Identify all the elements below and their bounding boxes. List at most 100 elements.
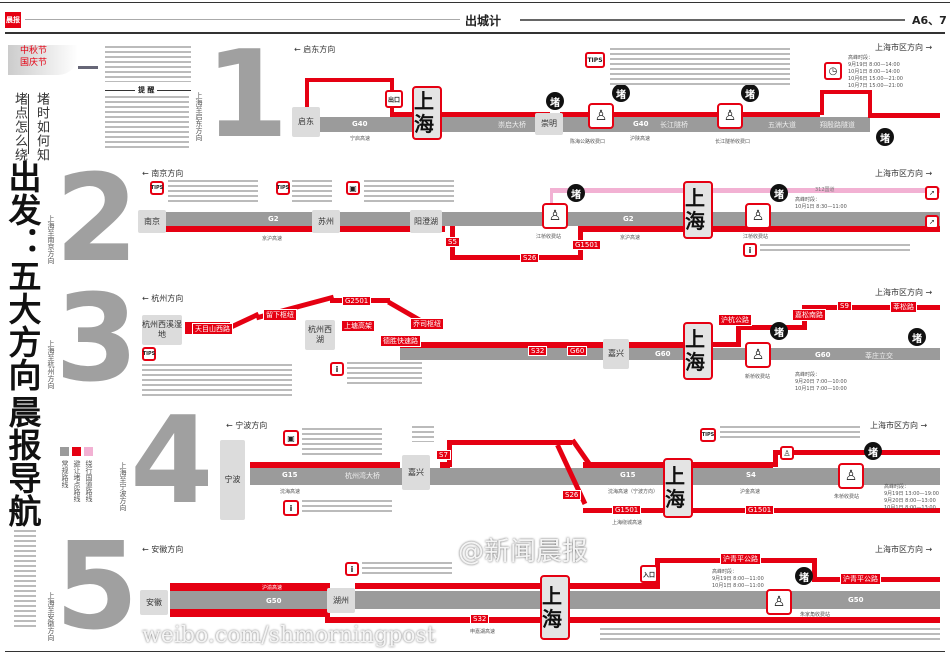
direction-label: 上海市区方向	[875, 169, 923, 178]
road-code: S32	[470, 614, 490, 624]
direction-left: ← 安徽方向	[142, 545, 184, 554]
info-icon: i	[330, 362, 344, 376]
city-box: 杭州西湖	[305, 320, 335, 350]
road-code: G50	[848, 596, 864, 604]
jam-marker: 堵	[612, 84, 630, 102]
tips-text	[142, 364, 292, 398]
peak-line: 高峰时段：	[795, 372, 821, 378]
avoid-route	[868, 90, 872, 117]
avoid-route	[773, 450, 940, 455]
avoid-route	[305, 78, 393, 82]
road-code: G1501	[612, 505, 642, 515]
road-label: 乔司枢纽	[410, 318, 444, 330]
direction-right: 上海市区方向 →	[875, 545, 933, 554]
avoid-route	[693, 462, 773, 468]
bottom-rule	[5, 651, 945, 652]
road-code: G40	[352, 120, 368, 128]
road-segment: 莘庄立交	[865, 352, 893, 360]
toll-station-icon: ♙	[542, 203, 568, 229]
direction-label: 上海市区方向	[870, 421, 918, 430]
avoid-route	[580, 226, 940, 232]
city-box: 宁波	[220, 440, 245, 520]
direction-left: ← 南京方向	[142, 169, 184, 178]
avoid-route	[736, 325, 741, 347]
car-icon: ▣	[346, 181, 360, 195]
road-name: 312国道	[815, 187, 835, 193]
header-rule	[5, 32, 945, 34]
legend-label: 常规路线	[61, 460, 69, 488]
route-number: 4	[130, 392, 214, 531]
route-number: 1	[205, 26, 289, 165]
road-code: S5	[445, 237, 460, 247]
avoid-route	[868, 113, 940, 118]
toll-label: 朱桥收费站	[834, 494, 860, 500]
direction-right: 上海市区方向 →	[875, 288, 933, 297]
road-name: 沪陕高速	[630, 136, 651, 142]
avoid-route	[400, 342, 685, 348]
peak-line: 9月19日 8:00—11:00	[712, 576, 764, 582]
avoid-route	[560, 112, 820, 117]
tips-text	[168, 180, 258, 202]
jam-marker: 堵	[908, 328, 926, 346]
subtitle-how: 堵时如何知	[34, 92, 49, 162]
road-code: S9	[837, 301, 852, 311]
road-code: S26	[520, 253, 540, 263]
direction-right: 上海市区方向 →	[875, 43, 933, 52]
clock-icon: ◷	[824, 62, 842, 80]
watermark-url: weibo.com/shmorningpost	[142, 623, 436, 648]
road-name: 申嘉湖高速	[470, 629, 496, 635]
road-code: G1501	[572, 240, 602, 250]
legend-swatch-avoid	[72, 447, 81, 456]
city-box: 南京	[138, 210, 166, 233]
road-segment: 杭州湾大桥	[345, 472, 380, 480]
header-line	[25, 19, 460, 20]
watermark-handle: @新闻晨报	[458, 537, 589, 567]
tips-icon: TIPS	[142, 347, 156, 361]
info-text	[302, 500, 392, 514]
shanghai-box: 上海	[683, 322, 713, 380]
badge-line-deco	[78, 66, 98, 69]
road-label: 德胜快速路	[380, 335, 421, 347]
toll-station-icon: ♙	[838, 463, 864, 489]
peak-line: 9月19日 13:00—19:00	[884, 491, 939, 497]
legend-label: 避让堵点路线	[73, 460, 81, 502]
city-box: 嘉兴	[402, 455, 430, 490]
city-box: 安徽	[140, 590, 168, 615]
route-vertical-label: 上海至杭州方向	[47, 340, 55, 389]
shanghai-box: 上海	[683, 181, 713, 239]
road-name: 京沪高速	[262, 236, 283, 242]
route-vertical-label: 上海至南京方向	[47, 215, 55, 264]
jam-marker: 堵	[770, 184, 788, 202]
tips-icon: TIPS	[150, 181, 164, 195]
road-code: G60	[815, 351, 831, 359]
road-code: G2501	[342, 296, 372, 306]
header-line	[520, 19, 905, 21]
note-text	[412, 426, 434, 442]
road-code: G40	[633, 120, 649, 128]
jam-marker: 堵	[770, 322, 788, 340]
top-rule	[0, 2, 950, 3]
direction-right: 上海市区方向 →	[870, 421, 928, 430]
peak-line: 9月20日 7:00—10:00	[795, 379, 847, 385]
route-number: 5	[55, 518, 139, 657]
info-icon: i	[283, 500, 299, 516]
road-label: 沪青平公路	[840, 573, 881, 585]
peak-line: 10月7日 15:00—21:00	[848, 83, 903, 89]
avoid-route	[570, 583, 655, 589]
badge-line: 国庆节	[20, 58, 48, 68]
road-label: 沪杭公路	[718, 314, 752, 326]
avoid-route	[450, 255, 580, 260]
section-title: 出城计	[465, 14, 502, 28]
tips-text	[364, 180, 454, 202]
tips-text	[292, 180, 332, 202]
badge-line: 中秋节	[20, 46, 48, 56]
city-box: 崇明	[535, 113, 563, 135]
direction-left: ← 宁波方向	[226, 421, 268, 430]
avoid-route	[447, 440, 572, 445]
page-number: A6、7	[912, 14, 947, 27]
road-segment: 长江隧桥	[660, 121, 688, 129]
info-text	[347, 362, 422, 386]
tips-icon: TIPS	[276, 181, 290, 195]
